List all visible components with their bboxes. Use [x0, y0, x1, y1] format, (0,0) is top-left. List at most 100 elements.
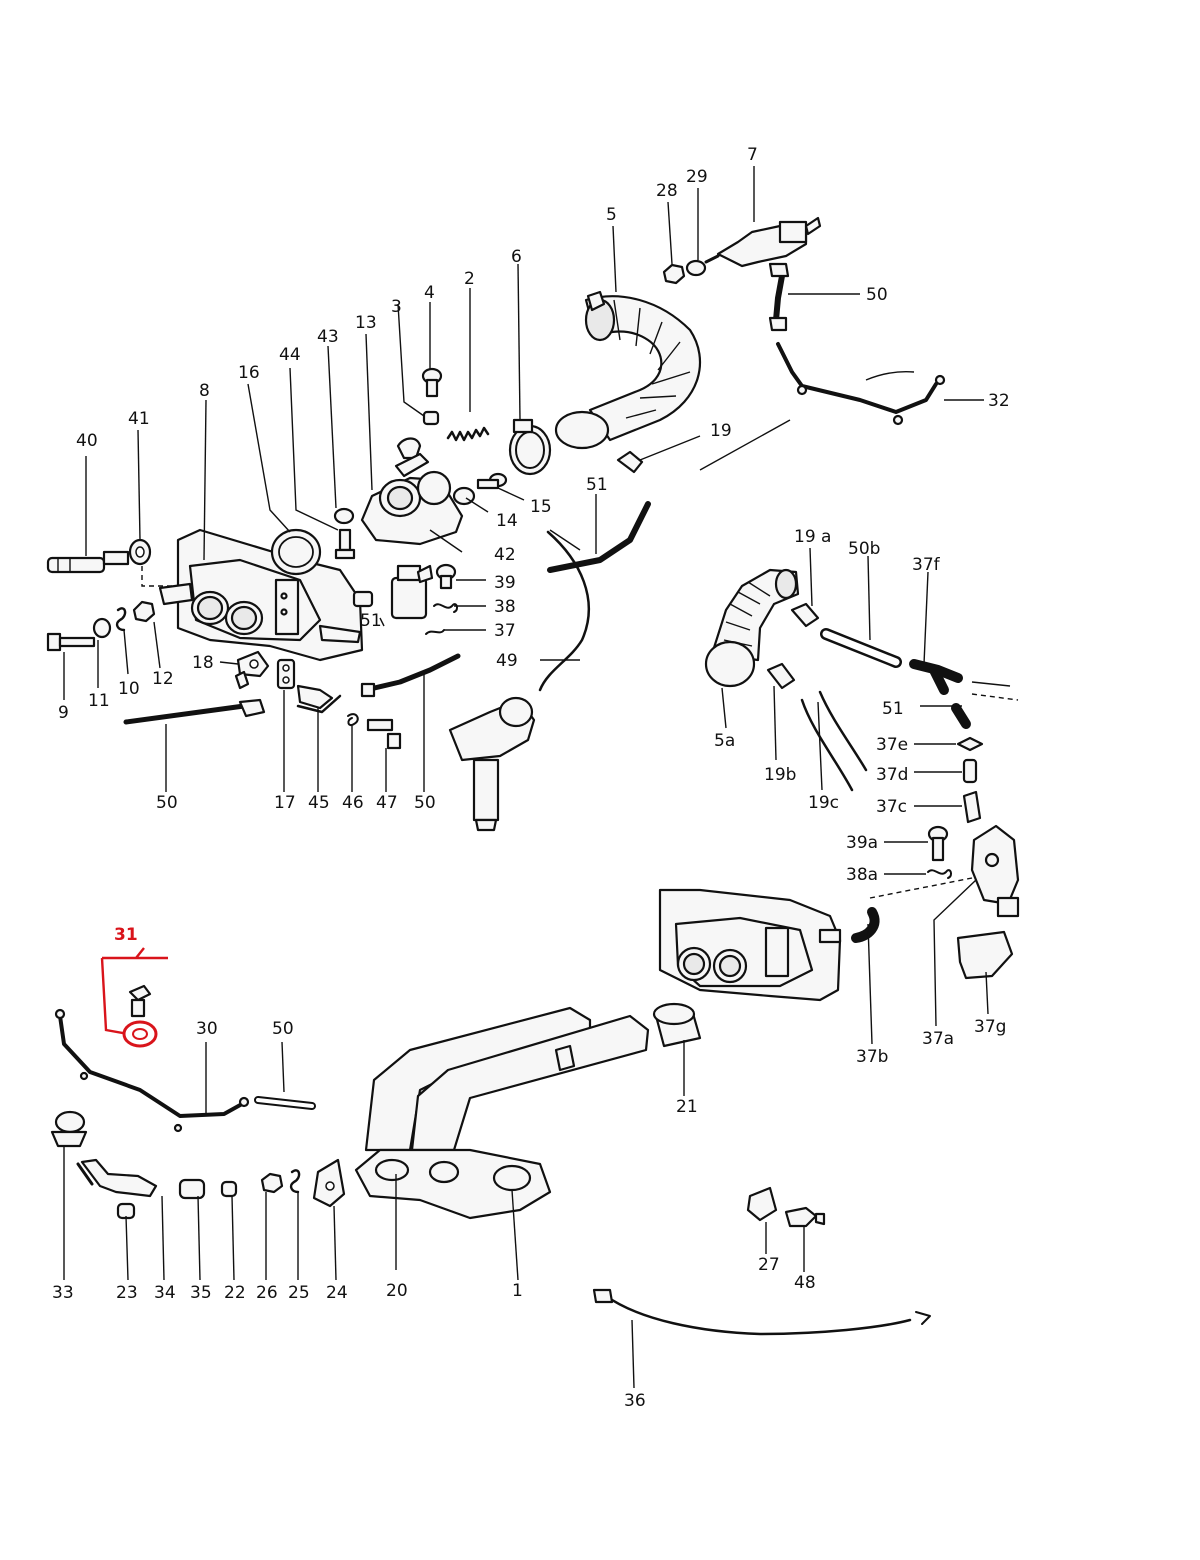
label-36: 36 — [624, 1391, 646, 1411]
clamp-33[interactable] — [50, 1110, 88, 1148]
label-37c: 37c — [876, 797, 907, 817]
nut-26[interactable] — [260, 1172, 284, 1194]
throttle-housing-assembly[interactable] — [658, 888, 842, 1002]
label-37f: 37f — [912, 555, 941, 575]
injector-34[interactable] — [76, 1158, 158, 1198]
washer-11[interactable] — [92, 617, 112, 639]
label-7: 7 — [747, 145, 758, 165]
label-50-bottom: 50 — [272, 1019, 294, 1039]
label-39: 39 — [494, 573, 516, 593]
washer-29[interactable] — [685, 259, 707, 277]
label-50-left: 50 — [156, 793, 178, 813]
clip-25[interactable] — [289, 1169, 301, 1194]
screw-39[interactable] — [435, 563, 457, 590]
hose-50-bottom[interactable] — [254, 1096, 316, 1110]
clip-38a[interactable] — [927, 869, 953, 879]
screw-47[interactable] — [366, 718, 402, 750]
hose-50b[interactable] — [820, 628, 902, 668]
hose-51-small[interactable] — [951, 703, 971, 729]
fuel-hose-50-top[interactable] — [768, 262, 790, 332]
injector-40[interactable] — [46, 550, 130, 574]
sensor-48[interactable] — [784, 1206, 826, 1228]
screw-15[interactable] — [476, 472, 508, 490]
label-37d: 37d — [876, 765, 908, 785]
label-50-mid: 50 — [414, 793, 436, 813]
fuel-line-30[interactable] — [54, 1008, 250, 1133]
label-11: 11 — [88, 691, 110, 711]
clip-10[interactable] — [115, 607, 127, 632]
holder-17[interactable] — [276, 658, 296, 690]
sleeve-21[interactable] — [652, 1002, 702, 1048]
hose-19-small[interactable] — [352, 590, 374, 608]
part-31-highlight[interactable] — [100, 947, 168, 1048]
label-1: 1 — [512, 1281, 523, 1301]
intake-manifold-20[interactable] — [354, 1006, 650, 1220]
label-12: 12 — [152, 669, 174, 689]
label-9: 9 — [58, 703, 69, 723]
label-3: 3 — [391, 297, 402, 317]
washer-31[interactable] — [122, 1020, 158, 1048]
fuel-filter-7[interactable] — [704, 216, 822, 268]
screw-39a[interactable] — [927, 825, 949, 862]
label-22: 22 — [224, 1283, 246, 1303]
vacuum-line-49[interactable] — [538, 530, 591, 692]
distributor-vacuum[interactable] — [448, 696, 536, 832]
screw-44[interactable] — [334, 528, 356, 560]
t-connector-37f[interactable] — [909, 659, 963, 695]
label-35: 35 — [190, 1283, 212, 1303]
spring-2[interactable] — [446, 426, 490, 442]
bolt-4[interactable] — [421, 367, 443, 398]
connector-19b[interactable] — [766, 662, 796, 690]
connector-19[interactable] — [616, 450, 644, 474]
throttle-housing-8[interactable] — [158, 528, 364, 662]
label-51-small: 51 — [360, 611, 382, 631]
bolt-31[interactable] — [128, 984, 152, 1018]
lever-13[interactable] — [394, 452, 430, 478]
connector-19a[interactable] — [790, 602, 820, 628]
clip-37[interactable] — [425, 629, 445, 635]
label-19b: 19b — [764, 765, 796, 785]
seal-22[interactable] — [220, 1180, 238, 1198]
label-37b: 37b — [856, 1047, 888, 1067]
gasket-37e[interactable] — [956, 736, 984, 752]
callout-labels: 7 28 29 5 6 50 32 2 4 3 13 43 44 16 8 41… — [52, 145, 1010, 1411]
label-50b: 50b — [848, 539, 880, 559]
clip-38[interactable] — [433, 603, 459, 613]
label-6: 6 — [511, 247, 522, 267]
valve-37a[interactable] — [970, 824, 1020, 918]
hose-50-left[interactable] — [123, 698, 266, 725]
throttle-valve-42[interactable] — [360, 437, 464, 546]
label-29: 29 — [686, 167, 708, 187]
hose-37b[interactable] — [851, 907, 880, 943]
bushing-3[interactable] — [422, 410, 440, 426]
hose-51-mid[interactable] — [547, 501, 651, 573]
hose-50-mid[interactable] — [360, 653, 461, 698]
intake-hose-5a[interactable] — [704, 568, 800, 688]
bracket-18[interactable] — [234, 650, 270, 690]
hose-19c[interactable] — [800, 690, 868, 792]
nut-12[interactable] — [132, 600, 156, 623]
label-10: 10 — [118, 679, 140, 699]
bracket-37g[interactable] — [956, 930, 1014, 980]
valve-body-51[interactable] — [390, 564, 434, 620]
o-ring-41[interactable] — [128, 538, 152, 566]
fuel-line-32[interactable] — [776, 342, 946, 426]
hose-clamp-6[interactable] — [508, 418, 552, 476]
washer-43[interactable] — [333, 507, 355, 525]
sleeve-37d[interactable] — [962, 758, 978, 784]
holder-27[interactable] — [746, 1186, 778, 1222]
elbow-37c[interactable] — [962, 790, 982, 824]
cable-36[interactable] — [592, 1288, 931, 1336]
bracket-24[interactable] — [312, 1158, 346, 1208]
sleeve-35[interactable] — [178, 1178, 206, 1200]
label-46: 46 — [342, 793, 364, 813]
clip-46[interactable] — [347, 713, 359, 727]
gasket-16[interactable] — [270, 528, 322, 576]
label-8: 8 — [199, 381, 210, 401]
nut-28[interactable] — [662, 263, 686, 285]
label-2: 2 — [464, 269, 475, 289]
lever-45[interactable] — [296, 684, 342, 714]
bolt-9[interactable] — [46, 632, 96, 652]
seal-23[interactable] — [116, 1202, 136, 1220]
intake-hose-5[interactable] — [554, 290, 702, 450]
